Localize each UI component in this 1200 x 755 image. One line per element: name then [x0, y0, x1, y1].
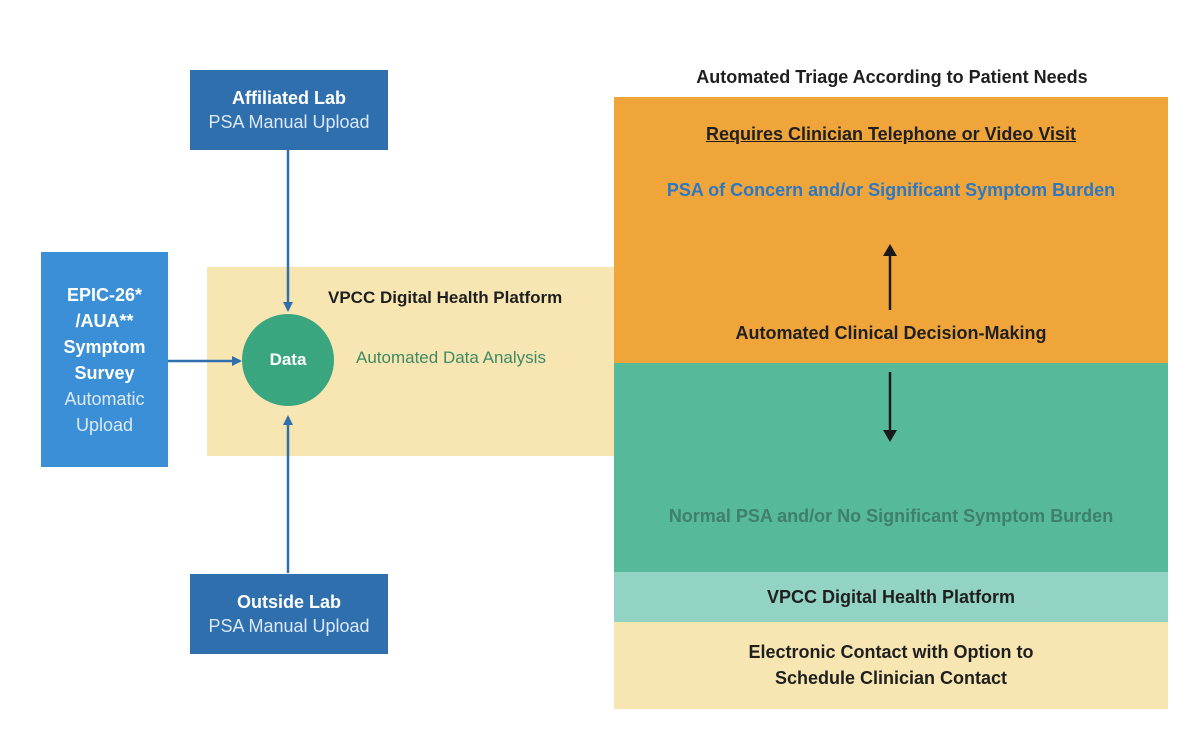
platform-title: VPCC Digital Health Platform: [328, 288, 563, 307]
requires-visit-heading: Requires Clinician Telephone or Video Vi…: [705, 124, 1077, 144]
contact-line-2: Schedule Clinician Contact: [774, 668, 1008, 688]
triage-title: Automated Triage According to Patient Ne…: [696, 67, 1088, 87]
survey-line-5: Automatic: [64, 388, 145, 409]
decision-text: Automated Clinical Decision-Making: [735, 323, 1047, 343]
decision-arrows: [883, 244, 897, 442]
survey-line-6: Upload: [75, 414, 134, 435]
platform-subtitle: Automated Data Analysis: [356, 348, 546, 367]
survey-line-1: EPIC-26*: [66, 284, 143, 305]
outside-lab-box: Outside Lab PSA Manual Upload: [190, 574, 388, 654]
survey-line-2: /AUA**: [75, 310, 134, 331]
survey-line-3: Symptom: [63, 336, 146, 357]
platform-row-text: VPCC Digital Health Platform: [766, 587, 1016, 607]
clinician-visit-section: [614, 97, 1168, 363]
outside-lab-subtitle: PSA Manual Upload: [208, 616, 370, 636]
platform-row: [614, 572, 1168, 622]
concern-text: PSA of Concern and/or Significant Sympto…: [666, 180, 1116, 200]
outside-lab-title: Outside Lab: [236, 592, 341, 612]
symptom-survey-box: EPIC-26* /AUA** Symptom Survey Automatic…: [41, 252, 168, 467]
survey-line-4: Survey: [74, 362, 135, 383]
data-label: Data: [269, 350, 307, 369]
affiliated-lab-title: Affiliated Lab: [231, 88, 346, 108]
affiliated-lab-box: Affiliated Lab PSA Manual Upload: [190, 70, 388, 150]
electronic-contact-section: [614, 622, 1168, 709]
contact-line-1: Electronic Contact with Option to: [748, 642, 1034, 662]
data-circle: Data: [242, 314, 334, 406]
normal-text: Normal PSA and/or No Significant Symptom…: [668, 506, 1114, 526]
affiliated-lab-subtitle: PSA Manual Upload: [208, 112, 370, 132]
